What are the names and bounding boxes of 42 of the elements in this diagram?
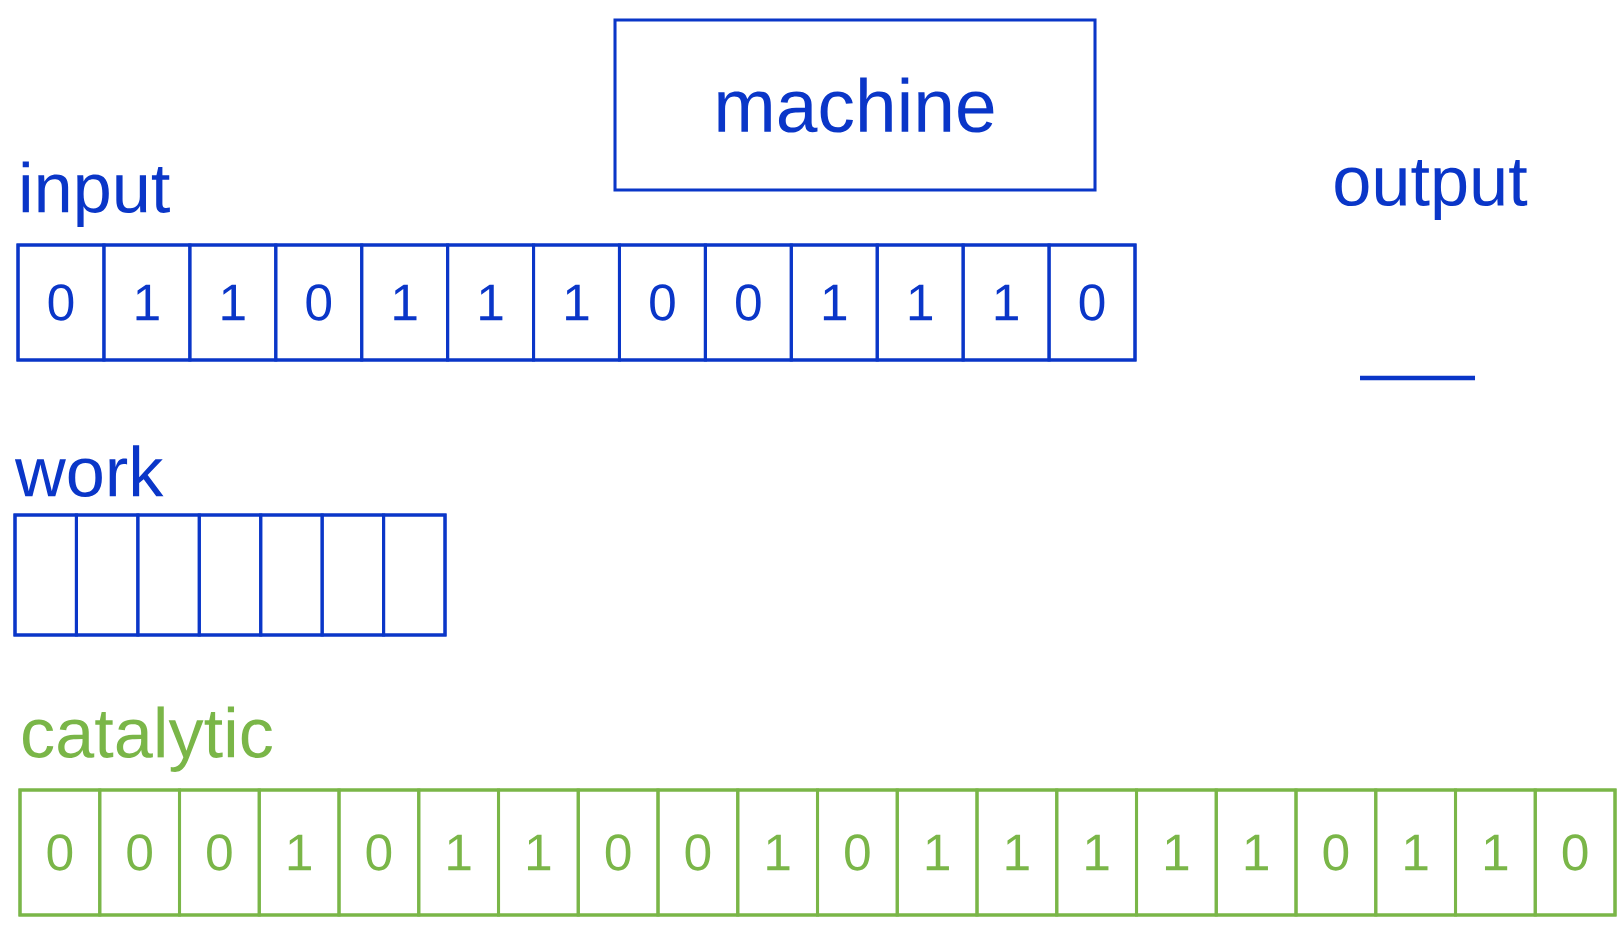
tape-cell: 1 — [446, 243, 536, 362]
tape-cell: 1 — [789, 243, 879, 362]
tape-cell: 0 — [656, 788, 740, 917]
tape-cell: 0 — [1533, 788, 1617, 917]
tape-cell: 1 — [360, 243, 450, 362]
tape-cell: 0 — [16, 243, 106, 362]
tape-cell: 1 — [961, 243, 1051, 362]
tape-cell: 0 — [617, 243, 707, 362]
tape-cell: 0 — [98, 788, 182, 917]
tape-cell: 0 — [177, 788, 261, 917]
tape-cell: 0 — [576, 788, 660, 917]
tape-cell: 0 — [1047, 243, 1137, 362]
tape-cell: 1 — [102, 243, 192, 362]
tape-cell: 1 — [1055, 788, 1139, 917]
tape-cell: 1 — [417, 788, 501, 917]
tape-cell: 1 — [975, 788, 1059, 917]
tape-cell: 1 — [736, 788, 820, 917]
tape-cell: 1 — [1134, 788, 1218, 917]
tape-cell: 1 — [1214, 788, 1298, 917]
tape-cell: 0 — [1294, 788, 1378, 917]
tape-cell: 1 — [188, 243, 278, 362]
tape-cell: 1 — [496, 788, 580, 917]
tape-cell: 0 — [337, 788, 421, 917]
tape-cell: 0 — [18, 788, 102, 917]
tape-cell: 1 — [257, 788, 341, 917]
tape-cell: 0 — [815, 788, 899, 917]
tape-cell: 1 — [895, 788, 979, 917]
tape-cell: 1 — [532, 243, 621, 362]
node-label: catalytic — [23, 706, 273, 772]
tape-cell — [13, 513, 78, 637]
node-label: work — [14, 445, 164, 497]
tape-cell: 1 — [1453, 788, 1537, 917]
tape-cell: 0 — [274, 243, 364, 362]
tape-cell: 0 — [703, 243, 793, 362]
tape-cell — [136, 513, 201, 637]
tape-cell: 1 — [1374, 788, 1458, 917]
node-label: input — [22, 161, 170, 227]
tape-cell — [382, 513, 447, 637]
tape-cell: 1 — [875, 243, 965, 362]
machine-box: machine — [613, 18, 1097, 192]
tape-label: output — [1335, 160, 1528, 220]
tape-cell — [259, 513, 324, 637]
